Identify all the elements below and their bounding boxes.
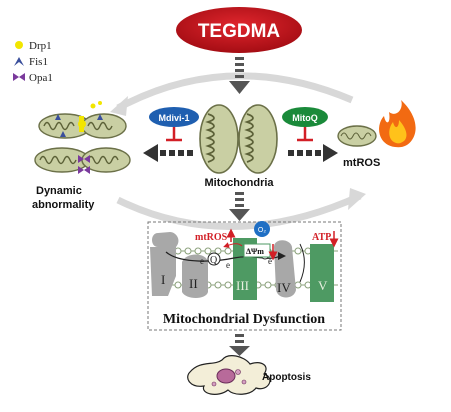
mdivi1-label: Mdivi-1 xyxy=(158,113,189,123)
complex-i-label: I xyxy=(161,272,165,287)
mtros-leak-arrow xyxy=(223,242,243,248)
complex-ii-label: II xyxy=(189,276,198,291)
legend: Drp1 Fis1 Opa1 xyxy=(13,40,53,84)
arrow-to-apoptosis xyxy=(229,334,250,356)
electron-label-2: e xyxy=(226,260,230,270)
o2-circle xyxy=(254,221,270,237)
complex-iv: IV xyxy=(274,240,296,298)
etc-mtros-label: mtROS xyxy=(195,232,228,243)
electron-label-1: e xyxy=(200,256,204,266)
dynamic-protein-markers xyxy=(55,101,103,174)
complex-iii-label: III xyxy=(236,278,249,293)
purple-bowtie-icon xyxy=(13,73,25,81)
cycle-arrows xyxy=(116,72,362,231)
tegdma-label: TEGDMA xyxy=(198,21,281,42)
proton-flow-arrow xyxy=(299,243,305,283)
tegdma-node: TEGDMA xyxy=(176,7,302,53)
mitoq-label: MitoQ xyxy=(292,113,318,123)
arrow-mito-to-etc xyxy=(229,192,250,221)
legend-label-drp1: Drp1 xyxy=(29,40,52,52)
mitochondria-cluster xyxy=(199,104,278,174)
arrow-to-mtros xyxy=(288,144,338,162)
complex-i: I xyxy=(150,232,179,296)
delta-psi-label: ΔΨm xyxy=(246,247,264,256)
q-label: Q xyxy=(210,255,218,266)
q-circle xyxy=(207,252,221,266)
apoptosis-label: Apoptosis xyxy=(262,372,311,383)
cycle-arrowhead-left xyxy=(110,96,128,116)
mitoq-inhibitor: MitoQ xyxy=(282,107,328,142)
etc-panel xyxy=(147,221,342,331)
delta-psi-box xyxy=(243,243,271,258)
electron-label-3: e xyxy=(268,256,272,266)
arrow-to-dynamic xyxy=(143,144,193,162)
dynamic-label-line1: Dynamic xyxy=(36,185,82,197)
atp-label: ATP xyxy=(312,232,331,243)
cycle-arrowhead-right xyxy=(348,188,366,210)
legend-label-opa1: Opa1 xyxy=(29,72,53,84)
flame-icon xyxy=(379,100,416,148)
apoptotic-cell-icon xyxy=(187,355,271,395)
complex-v: V xyxy=(310,244,334,302)
complex-v-label: V xyxy=(318,278,328,293)
legend-label-fis1: Fis1 xyxy=(29,56,48,68)
arrow-tegdma-to-mito xyxy=(229,57,250,94)
fission-fusion-mitochondria xyxy=(34,113,131,173)
mtros-label: mtROS xyxy=(343,157,380,169)
dynamic-label-line2: abnormality xyxy=(32,199,95,211)
o2-label: O₂ xyxy=(258,227,266,234)
mitochondria-label: Mitochondria xyxy=(204,177,274,189)
mtros-mitochondrion xyxy=(337,125,377,147)
complex-ii: II xyxy=(182,254,208,298)
complex-iv-label: IV xyxy=(277,280,291,295)
blue-chevron-icon xyxy=(14,57,24,66)
mdivi1-inhibitor: Mdivi-1 xyxy=(149,107,199,142)
dysfunction-label: Mitochondrial Dysfunction xyxy=(163,312,325,327)
yellow-dot-icon xyxy=(15,41,23,49)
